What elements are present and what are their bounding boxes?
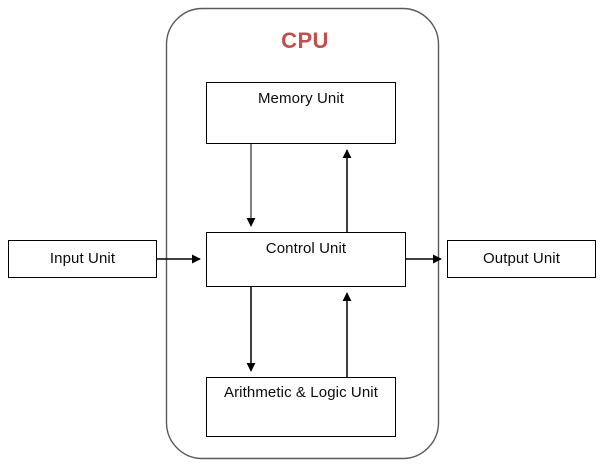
output-unit-box[interactable]: Output Unit (447, 240, 596, 278)
arithmetic-logic-unit-label: Arithmetic & Logic Unit (223, 384, 379, 401)
cpu-boundary-rect (165, 7, 440, 460)
input-unit-label: Input Unit (49, 249, 116, 267)
input-unit-box[interactable]: Input Unit (8, 240, 157, 278)
control-unit-label: Control Unit (265, 240, 347, 257)
memory-unit-box[interactable]: Memory Unit (206, 82, 396, 144)
cpu-title-label: CPU (281, 28, 329, 53)
output-unit-label: Output Unit (483, 249, 560, 267)
control-unit-box[interactable]: Control Unit (206, 232, 406, 287)
arithmetic-logic-unit-box[interactable]: Arithmetic & Logic Unit (206, 377, 396, 437)
memory-unit-label: Memory Unit (257, 90, 345, 107)
